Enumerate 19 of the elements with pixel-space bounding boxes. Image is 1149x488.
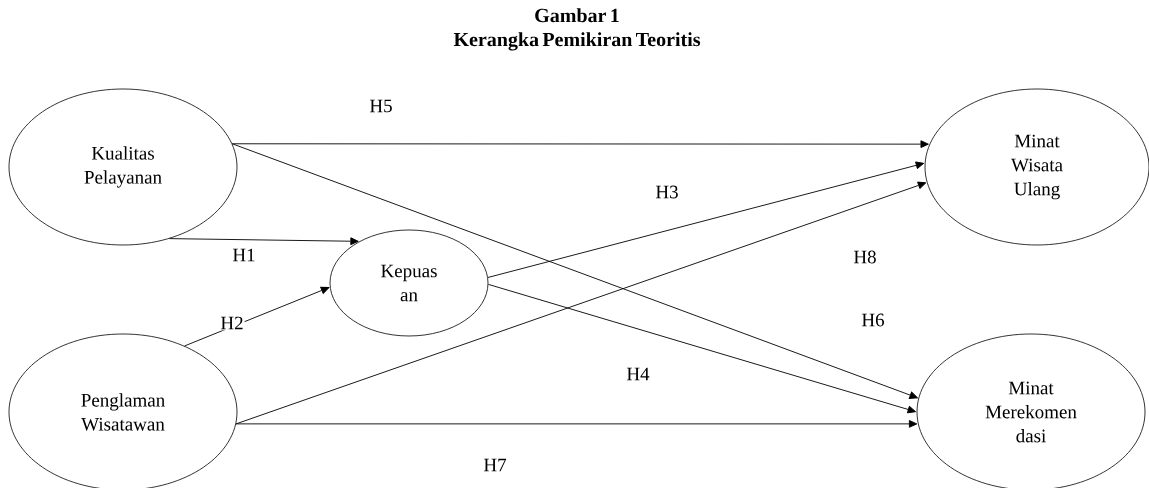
- arrow: [184, 286, 330, 347]
- arrow: [235, 181, 927, 425]
- arrow: [487, 283, 916, 414]
- edge-label: H4: [626, 367, 650, 381]
- oval-node: Kualitas Pelayanan: [8, 88, 238, 246]
- arrow: [487, 161, 925, 278]
- title: Gambar 1 Kerangka Pemikiran Teoritis: [453, 8, 701, 51]
- arrow: [169, 237, 359, 246]
- arrow: [231, 143, 918, 399]
- arrow: [231, 140, 929, 148]
- edge-label: H1: [232, 248, 255, 262]
- oval-node: Kepuas an: [329, 229, 489, 337]
- edge-label: H2: [220, 316, 243, 330]
- edge-label: H3: [655, 185, 678, 199]
- edge-label: H8: [853, 250, 876, 264]
- edge-label: H6: [861, 313, 885, 327]
- edge-label: H5: [369, 99, 392, 113]
- arrow: [235, 420, 918, 428]
- edge-label: H7: [483, 458, 507, 472]
